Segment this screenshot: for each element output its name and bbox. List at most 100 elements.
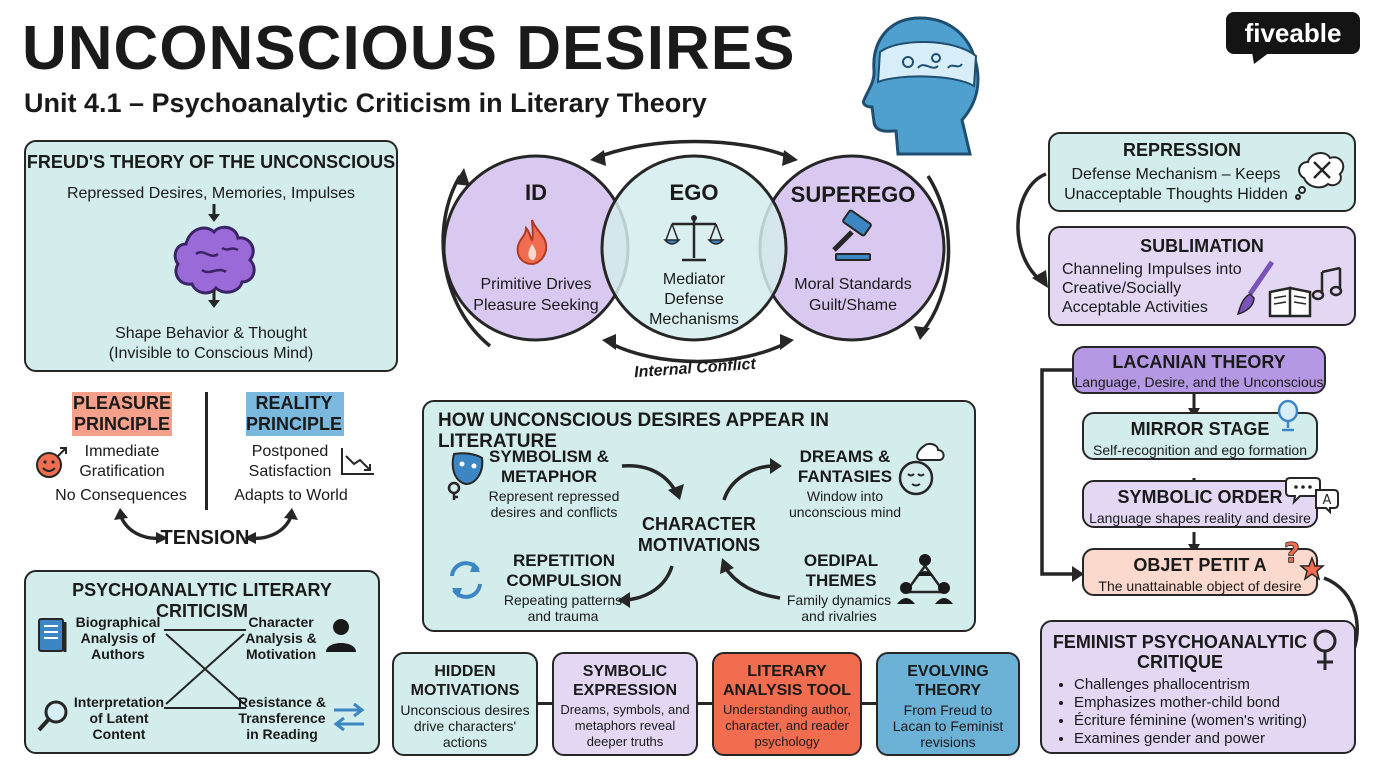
psa-item-4-l2: Transference xyxy=(238,710,326,726)
card-2-desc-1: Dreams, symbols, and xyxy=(560,702,690,717)
tension-label: TENSION xyxy=(160,527,250,549)
magnifier-icon xyxy=(37,700,68,732)
card-literary-analysis-tool: LITERARY ANALYSIS TOOL Understanding aut… xyxy=(712,652,862,756)
symbolic-title: SYMBOLIC ORDER xyxy=(1117,487,1283,507)
reality-title-1: REALITY xyxy=(255,393,333,413)
cycle-arrows-icon xyxy=(450,561,482,599)
card-3-desc-3: psychology xyxy=(754,734,820,749)
tension-arrows-icon xyxy=(114,508,298,544)
sublimation-title: SUBLIMATION xyxy=(1140,236,1264,256)
reality-line-3: Adapts to World xyxy=(234,487,348,504)
smiley-icon xyxy=(36,447,67,478)
pleasure-line-1: Immediate xyxy=(84,443,160,460)
reality-line-2: Satisfaction xyxy=(248,463,332,480)
dreams-title-1: DREAMS & xyxy=(799,447,891,466)
exchange-arrows-icon xyxy=(333,702,365,732)
pleasure-line-2: Gratification xyxy=(79,463,165,480)
fiveable-logo-text: fiveable xyxy=(1244,18,1342,48)
ego-line-1: Mediator xyxy=(662,271,726,288)
oedipal-title-2: THEMES xyxy=(805,571,877,590)
feminist-item: Examines gender and power xyxy=(1074,730,1370,748)
card-1-title-1: HIDDEN xyxy=(434,663,496,680)
repetition-desc-1: Repeating patterns xyxy=(503,592,623,608)
card-evolving-theory: EVOLVING THEORY From Freud to Lacan to F… xyxy=(876,652,1020,756)
psa-item-2-l1: Character xyxy=(248,614,314,630)
oedipal-title-1: OEDIPAL xyxy=(803,551,879,570)
repression-line-2: Unacceptable Thoughts Hidden xyxy=(1064,186,1288,203)
reality-line-1: Postponed xyxy=(251,443,329,460)
psa-title: PSYCHOANALYTIC LITERARY CRITICISM xyxy=(72,580,332,621)
book-icon xyxy=(38,618,67,652)
repression-title: REPRESSION xyxy=(1122,140,1242,160)
pleasure-line-3: No Consequences xyxy=(55,487,187,504)
oedipal-desc-2: and rivalries xyxy=(801,608,877,624)
svg-text:?: ? xyxy=(1284,536,1300,569)
repetition-title-2: COMPULSION xyxy=(506,571,622,590)
psyche-diagram xyxy=(441,139,951,364)
principle-divider xyxy=(205,392,208,510)
pleasure-title-2: PRINCIPLE xyxy=(73,414,170,434)
scales-icon xyxy=(663,215,725,262)
card-3-title-1: LITERARY xyxy=(747,663,827,680)
card-4-desc-1: From Freud to xyxy=(903,702,993,718)
page-title: UNCONSCIOUS DESIRES xyxy=(22,14,796,83)
ego-line-3: Mechanisms xyxy=(649,311,739,328)
ego-title: EGO xyxy=(669,180,719,205)
svg-text:A: A xyxy=(1323,493,1332,508)
psa-item-3-l3: Content xyxy=(92,726,146,742)
card-4-desc-3: revisions xyxy=(920,734,976,750)
objet-desc: The unattainable object of desire xyxy=(1098,578,1302,594)
card-3-desc-2: character, and reader xyxy=(725,718,849,733)
literature-box: HOW UNCONSCIOUS DESIRES APPEAR IN LITERA… xyxy=(422,400,976,632)
psa-item-2-l3: Motivation xyxy=(246,646,316,662)
family-triangle-icon xyxy=(897,554,953,604)
literature-title: HOW UNCONSCIOUS DESIRES APPEAR IN LITERA… xyxy=(438,410,829,452)
card-4-title-2: THEORY xyxy=(914,682,982,699)
objet-title: OBJET PETIT A xyxy=(1133,555,1267,575)
gavel-icon xyxy=(832,209,872,261)
repression-line-1: Defense Mechanism – Keeps xyxy=(1071,166,1281,183)
id-title: ID xyxy=(525,180,547,205)
bottom-connector-line xyxy=(530,702,880,705)
card-3-title-2: ANALYSIS TOOL xyxy=(722,682,852,699)
reality-highlight xyxy=(246,392,344,436)
center-motivations-2: MOTIVATIONS xyxy=(637,535,761,555)
card-4-title-1: EVOLVING xyxy=(907,663,989,680)
psa-item-1-l2: Analysis of xyxy=(80,630,156,646)
center-motivations-1: CHARACTER xyxy=(642,514,756,534)
dreams-desc-2: unconscious mind xyxy=(788,504,902,520)
repetition-title-1: REPETITION xyxy=(512,551,615,570)
card-2-desc-3: deeper truths xyxy=(586,734,664,749)
pleasure-title-1: PLEASURE xyxy=(72,393,171,413)
psa-item-4-l1: Resistance & xyxy=(238,694,326,710)
psa-item-3-l2: of Latent xyxy=(89,710,149,726)
id-line-2: Pleasure Seeking xyxy=(473,297,599,314)
sublimation-line-3: Acceptable Activities xyxy=(1062,299,1208,316)
fiveable-logo: fiveable xyxy=(1226,12,1360,54)
psa-item-1-l3: Authors xyxy=(91,646,145,662)
superego-line-1: Moral Standards xyxy=(794,276,912,293)
symbolic-desc: Language shapes reality and desire xyxy=(1089,510,1311,526)
card-1-desc-3: actions xyxy=(442,734,488,750)
card-1-title-2: MOTIVATIONS xyxy=(410,682,520,699)
symbolic-order-box: SYMBOLIC ORDER Language shapes reality a… xyxy=(1082,480,1318,528)
psa-box: PSYCHOANALYTIC LITERARY CRITICISM Biogra… xyxy=(24,570,380,754)
ego-line-2: Defense xyxy=(664,291,724,308)
mirror-title: MIRROR STAGE xyxy=(1130,419,1270,439)
card-3-desc-1: Understanding author, xyxy=(723,702,851,717)
head-icon xyxy=(862,16,980,156)
sublimation-line-1: Channeling Impulses into xyxy=(1062,261,1242,278)
card-1-desc-1: Unconscious desires xyxy=(400,702,530,718)
speech-bubbles-icon: A xyxy=(1285,477,1339,515)
freud-title: FREUD'S THEORY OF THE UNCONSCIOUS xyxy=(26,152,396,172)
psa-connector-lines xyxy=(164,629,246,709)
question-star-icon: ? xyxy=(1283,536,1326,581)
oedipal-desc-1: Family dynamics xyxy=(786,592,892,608)
psa-item-1-l1: Biographical xyxy=(75,614,161,630)
person-icon xyxy=(326,619,356,652)
sublimation-box: SUBLIMATION Channeling Impulses into Cre… xyxy=(1048,226,1356,326)
repression-box: REPRESSION Defense Mechanism – Keeps Una… xyxy=(1048,132,1356,212)
card-4-desc-2: Lacan to Feminist xyxy=(892,718,1004,734)
repetition-desc-2: and trauma xyxy=(527,608,599,624)
